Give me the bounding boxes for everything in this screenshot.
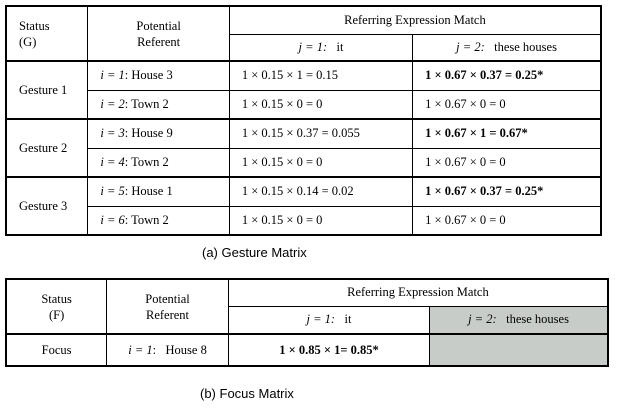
j1-header: j = 1: it bbox=[228, 33, 414, 62]
focus-j1-label: j = 1: bbox=[306, 312, 336, 327]
match-it-cell: 1 × 0.15 × 0 = 0 bbox=[228, 147, 414, 178]
referent-cell: i = 2: Town 2 bbox=[87, 89, 230, 120]
referent-header-line2: Referent bbox=[137, 34, 181, 49]
referent-header: Potential Referent bbox=[87, 5, 230, 62]
referent-index-label: i = 4 bbox=[100, 154, 125, 169]
j2-header: j = 2: these houses bbox=[412, 33, 603, 62]
referent-name: House 1 bbox=[131, 184, 173, 199]
match-these-houses-cell: 1 × 0.67 × 1 = 0.67* bbox=[412, 118, 603, 149]
referent-name: Town 2 bbox=[131, 154, 169, 169]
focus-matrix-caption: (b) Focus Matrix bbox=[200, 386, 294, 401]
focus-referent-header: Potential Referent bbox=[106, 278, 229, 335]
referent-cell: i = 5: House 1 bbox=[87, 176, 230, 207]
match-header: Referring Expression Match bbox=[228, 5, 602, 35]
status-header: Status (G) bbox=[5, 5, 89, 62]
focus-referent-cell: i = 1: House 8 bbox=[106, 333, 229, 367]
j1-word: it bbox=[336, 39, 344, 54]
referent-cell: i = 6: Town 2 bbox=[87, 205, 230, 236]
focus-status-header-line2: (F) bbox=[48, 307, 65, 322]
referent-name: Town 2 bbox=[131, 212, 169, 227]
j2-label: j = 2: bbox=[456, 39, 485, 54]
j1-label: j = 1: bbox=[298, 39, 328, 54]
focus-match-header: Referring Expression Match bbox=[227, 278, 609, 307]
referent-index-label: i = 5 bbox=[100, 184, 125, 199]
focus-matrix-table: Status (F) Potential Referent Referring … bbox=[5, 278, 610, 367]
focus-j2-label: j = 2: bbox=[468, 312, 497, 327]
match-it-cell: 1 × 0.15 × 0.37 = 0.055 bbox=[228, 118, 414, 149]
match-these-houses-cell: 1 × 0.67 × 0.37 = 0.25* bbox=[412, 60, 603, 91]
referent-header-line1: Potential bbox=[136, 18, 181, 33]
focus-referent-name: House 8 bbox=[165, 342, 207, 357]
referent-name: House 9 bbox=[131, 126, 173, 141]
referent-index-label: i = 2 bbox=[100, 96, 125, 111]
status-cell: Gesture 2 bbox=[5, 118, 89, 178]
focus-i-label: i = 1 bbox=[128, 342, 153, 357]
match-it-cell: 1 × 0.15 × 0.14 = 0.02 bbox=[228, 176, 414, 207]
focus-match2-cell bbox=[429, 333, 610, 367]
referent-index-label: i = 3 bbox=[100, 126, 125, 141]
match-these-houses-cell: 1 × 0.67 × 0.37 = 0.25* bbox=[412, 176, 603, 207]
match-it-cell: 1 × 0.15 × 1 = 0.15 bbox=[228, 60, 414, 91]
referent-cell: i = 3: House 9 bbox=[87, 118, 230, 149]
referent-index-label: i = 6 bbox=[100, 212, 125, 227]
focus-status-header: Status (F) bbox=[5, 278, 108, 335]
status-header-line2: (G) bbox=[19, 34, 37, 49]
focus-j2-word: these houses bbox=[506, 312, 569, 327]
focus-j1-word: it bbox=[344, 312, 352, 327]
j2-word: these houses bbox=[494, 39, 557, 54]
focus-referent-header-line2: Referent bbox=[146, 307, 190, 322]
focus-status-cell: Focus bbox=[5, 333, 108, 367]
gesture-matrix-caption: (a) Gesture Matrix bbox=[202, 245, 307, 260]
status-cell: Gesture 3 bbox=[5, 176, 89, 236]
referent-cell: i = 4: Town 2 bbox=[87, 147, 230, 178]
referent-index-label: i = 1 bbox=[100, 68, 125, 83]
status-cell: Gesture 1 bbox=[5, 60, 89, 120]
referent-cell: i = 1: House 3 bbox=[87, 60, 230, 91]
focus-match1-cell: 1 × 0.85 × 1= 0.85* bbox=[227, 333, 431, 367]
focus-j1-header: j = 1: it bbox=[227, 305, 431, 335]
focus-row: Focus i = 1: House 8 1 × 0.85 × 1= 0.85* bbox=[5, 333, 610, 367]
focus-referent-header-line1: Potential bbox=[145, 291, 190, 306]
match-it-cell: 1 × 0.15 × 0 = 0 bbox=[228, 89, 414, 120]
match-these-houses-cell: 1 × 0.67 × 0 = 0 bbox=[412, 147, 603, 178]
match-it-cell: 1 × 0.15 × 0 = 0 bbox=[228, 205, 414, 236]
match-these-houses-cell: 1 × 0.67 × 0 = 0 bbox=[412, 205, 603, 236]
referent-name: House 3 bbox=[131, 68, 173, 83]
referent-name: Town 2 bbox=[131, 96, 169, 111]
match-these-houses-cell: 1 × 0.67 × 0 = 0 bbox=[412, 89, 603, 120]
status-header-line1: Status bbox=[19, 18, 50, 33]
focus-status-header-line1: Status bbox=[41, 291, 72, 306]
gesture-matrix-table: Status (G) Potential Referent Referring … bbox=[5, 5, 603, 236]
focus-j2-header: j = 2: these houses bbox=[429, 305, 610, 335]
